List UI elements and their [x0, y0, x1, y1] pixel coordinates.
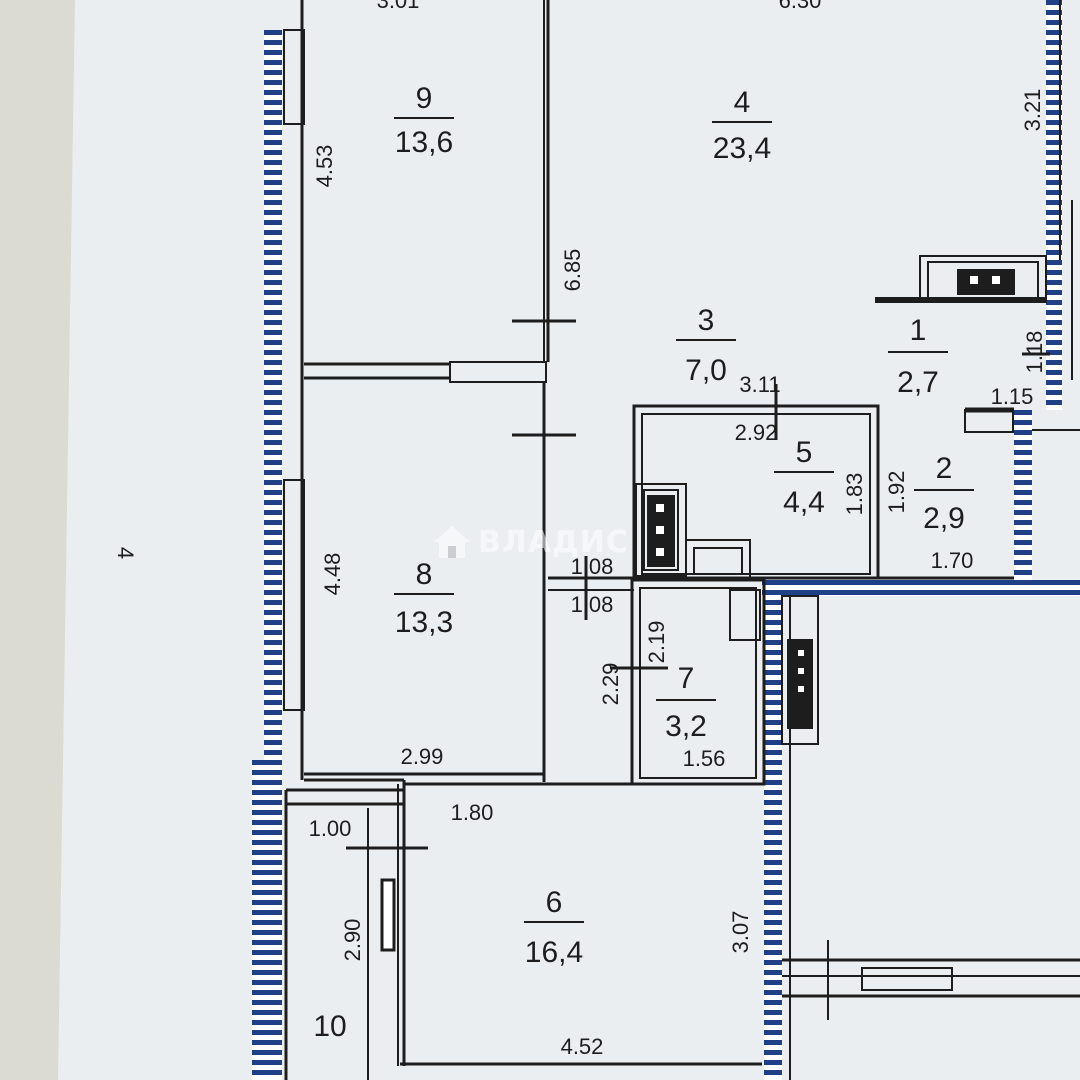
room-4-area: 23,4 — [713, 132, 771, 165]
paper-sheet — [58, 0, 1080, 1080]
room-9-area: 13,6 — [395, 126, 453, 159]
room-4-label: 4 23,4 — [712, 86, 772, 165]
room-6-number: 6 — [546, 886, 563, 919]
opening-ticks — [346, 319, 1050, 850]
room-8-area: 13,3 — [395, 606, 453, 639]
dimension-label: 1.80 — [451, 800, 494, 825]
dimension-label: 3.01 — [377, 0, 420, 13]
dimension-label: 4.53 — [312, 145, 337, 188]
room-5-area: 4,4 — [783, 486, 825, 519]
room-3-label: 3 7,0 — [676, 304, 736, 387]
dimension-label: 3.21 — [1020, 89, 1045, 132]
dimension-label: 2.99 — [401, 744, 444, 769]
dimension-label: 1.08 — [571, 592, 614, 617]
room-2-label: 2 2,9 — [914, 452, 974, 535]
dimension-label: 1.08 — [571, 554, 614, 579]
room-7-number: 7 — [678, 662, 695, 695]
room-6-area: 16,4 — [525, 936, 583, 969]
dimension-label: 2.19 — [644, 621, 669, 664]
room-8-number: 8 — [416, 558, 433, 591]
room-1-area: 2,7 — [897, 366, 939, 399]
dimension-label: 1.70 — [931, 548, 974, 573]
dimension-label: 1.92 — [884, 471, 909, 514]
dimension-label: 2.29 — [598, 663, 623, 706]
dimension-label: 4.48 — [320, 553, 345, 596]
room-2-area: 2,9 — [923, 502, 965, 535]
room-1-label: 1 2,7 — [888, 314, 948, 399]
dimension-label: 1.15 — [991, 384, 1034, 409]
room-6-label: 6 16,4 — [524, 886, 584, 969]
dimension-label: 1.18 — [1022, 331, 1047, 374]
room-5-number: 5 — [796, 436, 813, 469]
room-7-label: 7 3,2 — [656, 662, 716, 743]
room-9-number: 9 — [416, 82, 433, 115]
dimension-label: 1.83 — [842, 473, 867, 516]
dimension-label: 3.07 — [728, 911, 753, 954]
dimension-label: 1.56 — [683, 746, 726, 771]
room-3-area: 7,0 — [685, 354, 727, 387]
dimension-label: 2.90 — [340, 919, 365, 962]
room-8-label: 8 13,3 — [394, 558, 454, 639]
dimension-label: 6.85 — [560, 249, 585, 292]
room-9-label: 9 13,6 — [394, 82, 454, 159]
dimension-label: 4.52 — [561, 1034, 604, 1059]
dimension-label: 3.11 — [739, 372, 780, 397]
room-3-number: 3 — [698, 304, 715, 337]
dimension-label: 2.92 — [735, 420, 778, 445]
room-2-number: 2 — [936, 452, 953, 485]
fixtures — [635, 255, 1047, 745]
room-10-number: 10 — [313, 1010, 346, 1043]
side-label: 4 — [113, 547, 138, 559]
walls — [283, 0, 1080, 1080]
dimension-label: 6.30 — [779, 0, 822, 13]
boundary-markers — [252, 0, 1080, 1080]
dimension-label: 1.00 — [309, 816, 352, 841]
room-7-area: 3,2 — [665, 710, 707, 743]
room-4-number: 4 — [734, 86, 751, 119]
room-5-label: 5 4,4 — [774, 436, 834, 519]
room-10-label: 10 — [313, 1010, 346, 1043]
room-1-number: 1 — [910, 314, 927, 347]
